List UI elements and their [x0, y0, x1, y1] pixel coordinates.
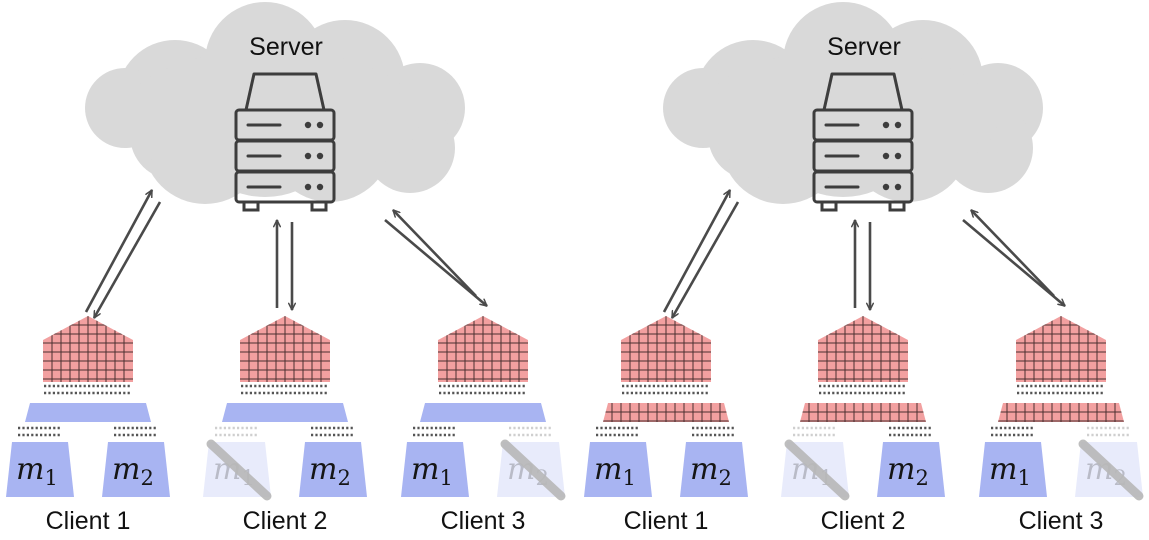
modality-label: m1: [989, 452, 1031, 490]
server-foot-icon: [242, 202, 260, 212]
server-led-icon: [894, 152, 902, 160]
server-led-icon: [316, 121, 324, 129]
server-led-icon: [894, 121, 902, 129]
download-arrow: [962, 219, 1066, 307]
modality-encoder: [680, 442, 748, 497]
modality-encoder: [6, 442, 74, 497]
server-led-icon: [882, 121, 890, 129]
fusion-layer: [25, 403, 151, 422]
server-foot-icon: [888, 202, 906, 212]
client-label: Client 2: [243, 507, 328, 535]
modality-label: m1: [16, 452, 58, 490]
upload-arrow: [84, 190, 154, 313]
server-led-icon: [304, 183, 312, 191]
modality-label: m2: [690, 452, 732, 490]
modality-label: m1: [594, 452, 636, 490]
upload-arrow: [392, 209, 477, 297]
upload-arrow: [662, 190, 732, 313]
server-led-icon: [304, 152, 312, 160]
exchange-arrows: [855, 220, 870, 310]
modality-encoder: [877, 442, 945, 497]
server-rack-icon: [812, 170, 914, 204]
modality-label: m2: [309, 452, 351, 490]
server-led-icon: [316, 152, 324, 160]
server-led-icon: [882, 183, 890, 191]
server-top-icon: [244, 72, 326, 111]
exchange-arrows: [384, 209, 488, 307]
client-label: Client 3: [1019, 507, 1104, 535]
missing-modality-strike: [500, 439, 566, 501]
server-top-icon: [822, 72, 904, 111]
server-icon: [234, 72, 336, 212]
missing-modality-strike: [784, 439, 850, 501]
modality-encoder: [401, 442, 469, 497]
cloud-shape: [85, 2, 465, 204]
download-arrow: [384, 219, 488, 307]
server-led-icon: [304, 121, 312, 129]
upload-arrow: [970, 209, 1055, 297]
client-label: Client 1: [624, 507, 709, 535]
client-label: Client 3: [441, 507, 526, 535]
download-arrow: [92, 201, 162, 318]
server-foot-icon: [310, 202, 328, 212]
server-led-icon: [882, 152, 890, 160]
fusion-layer: [420, 403, 546, 422]
server-icon: [812, 72, 914, 212]
missing-modality-strike: [1078, 439, 1144, 501]
client-label: Client 2: [821, 507, 906, 535]
modality-encoder: [102, 442, 170, 497]
server-rack-icon: [234, 170, 336, 204]
modality-encoder: [299, 442, 367, 497]
server-led-icon: [316, 183, 324, 191]
modality-label: m1: [411, 452, 453, 490]
exchange-arrows: [662, 190, 740, 318]
exchange-arrows: [962, 209, 1066, 307]
fusion-layer: [222, 403, 348, 422]
modality-label: m2: [112, 452, 154, 490]
modality-label: m2: [887, 452, 929, 490]
client-label: Client 1: [46, 507, 131, 535]
server-label: Server: [827, 33, 901, 61]
exchange-arrows: [84, 190, 162, 318]
modality-encoder: [584, 442, 652, 497]
modality-encoder: [979, 442, 1047, 497]
server-led-icon: [894, 183, 902, 191]
missing-modality-strike: [206, 439, 272, 501]
download-arrow: [670, 201, 740, 318]
server-label: Server: [249, 33, 323, 61]
exchange-arrows: [277, 220, 292, 310]
server-foot-icon: [820, 202, 838, 212]
